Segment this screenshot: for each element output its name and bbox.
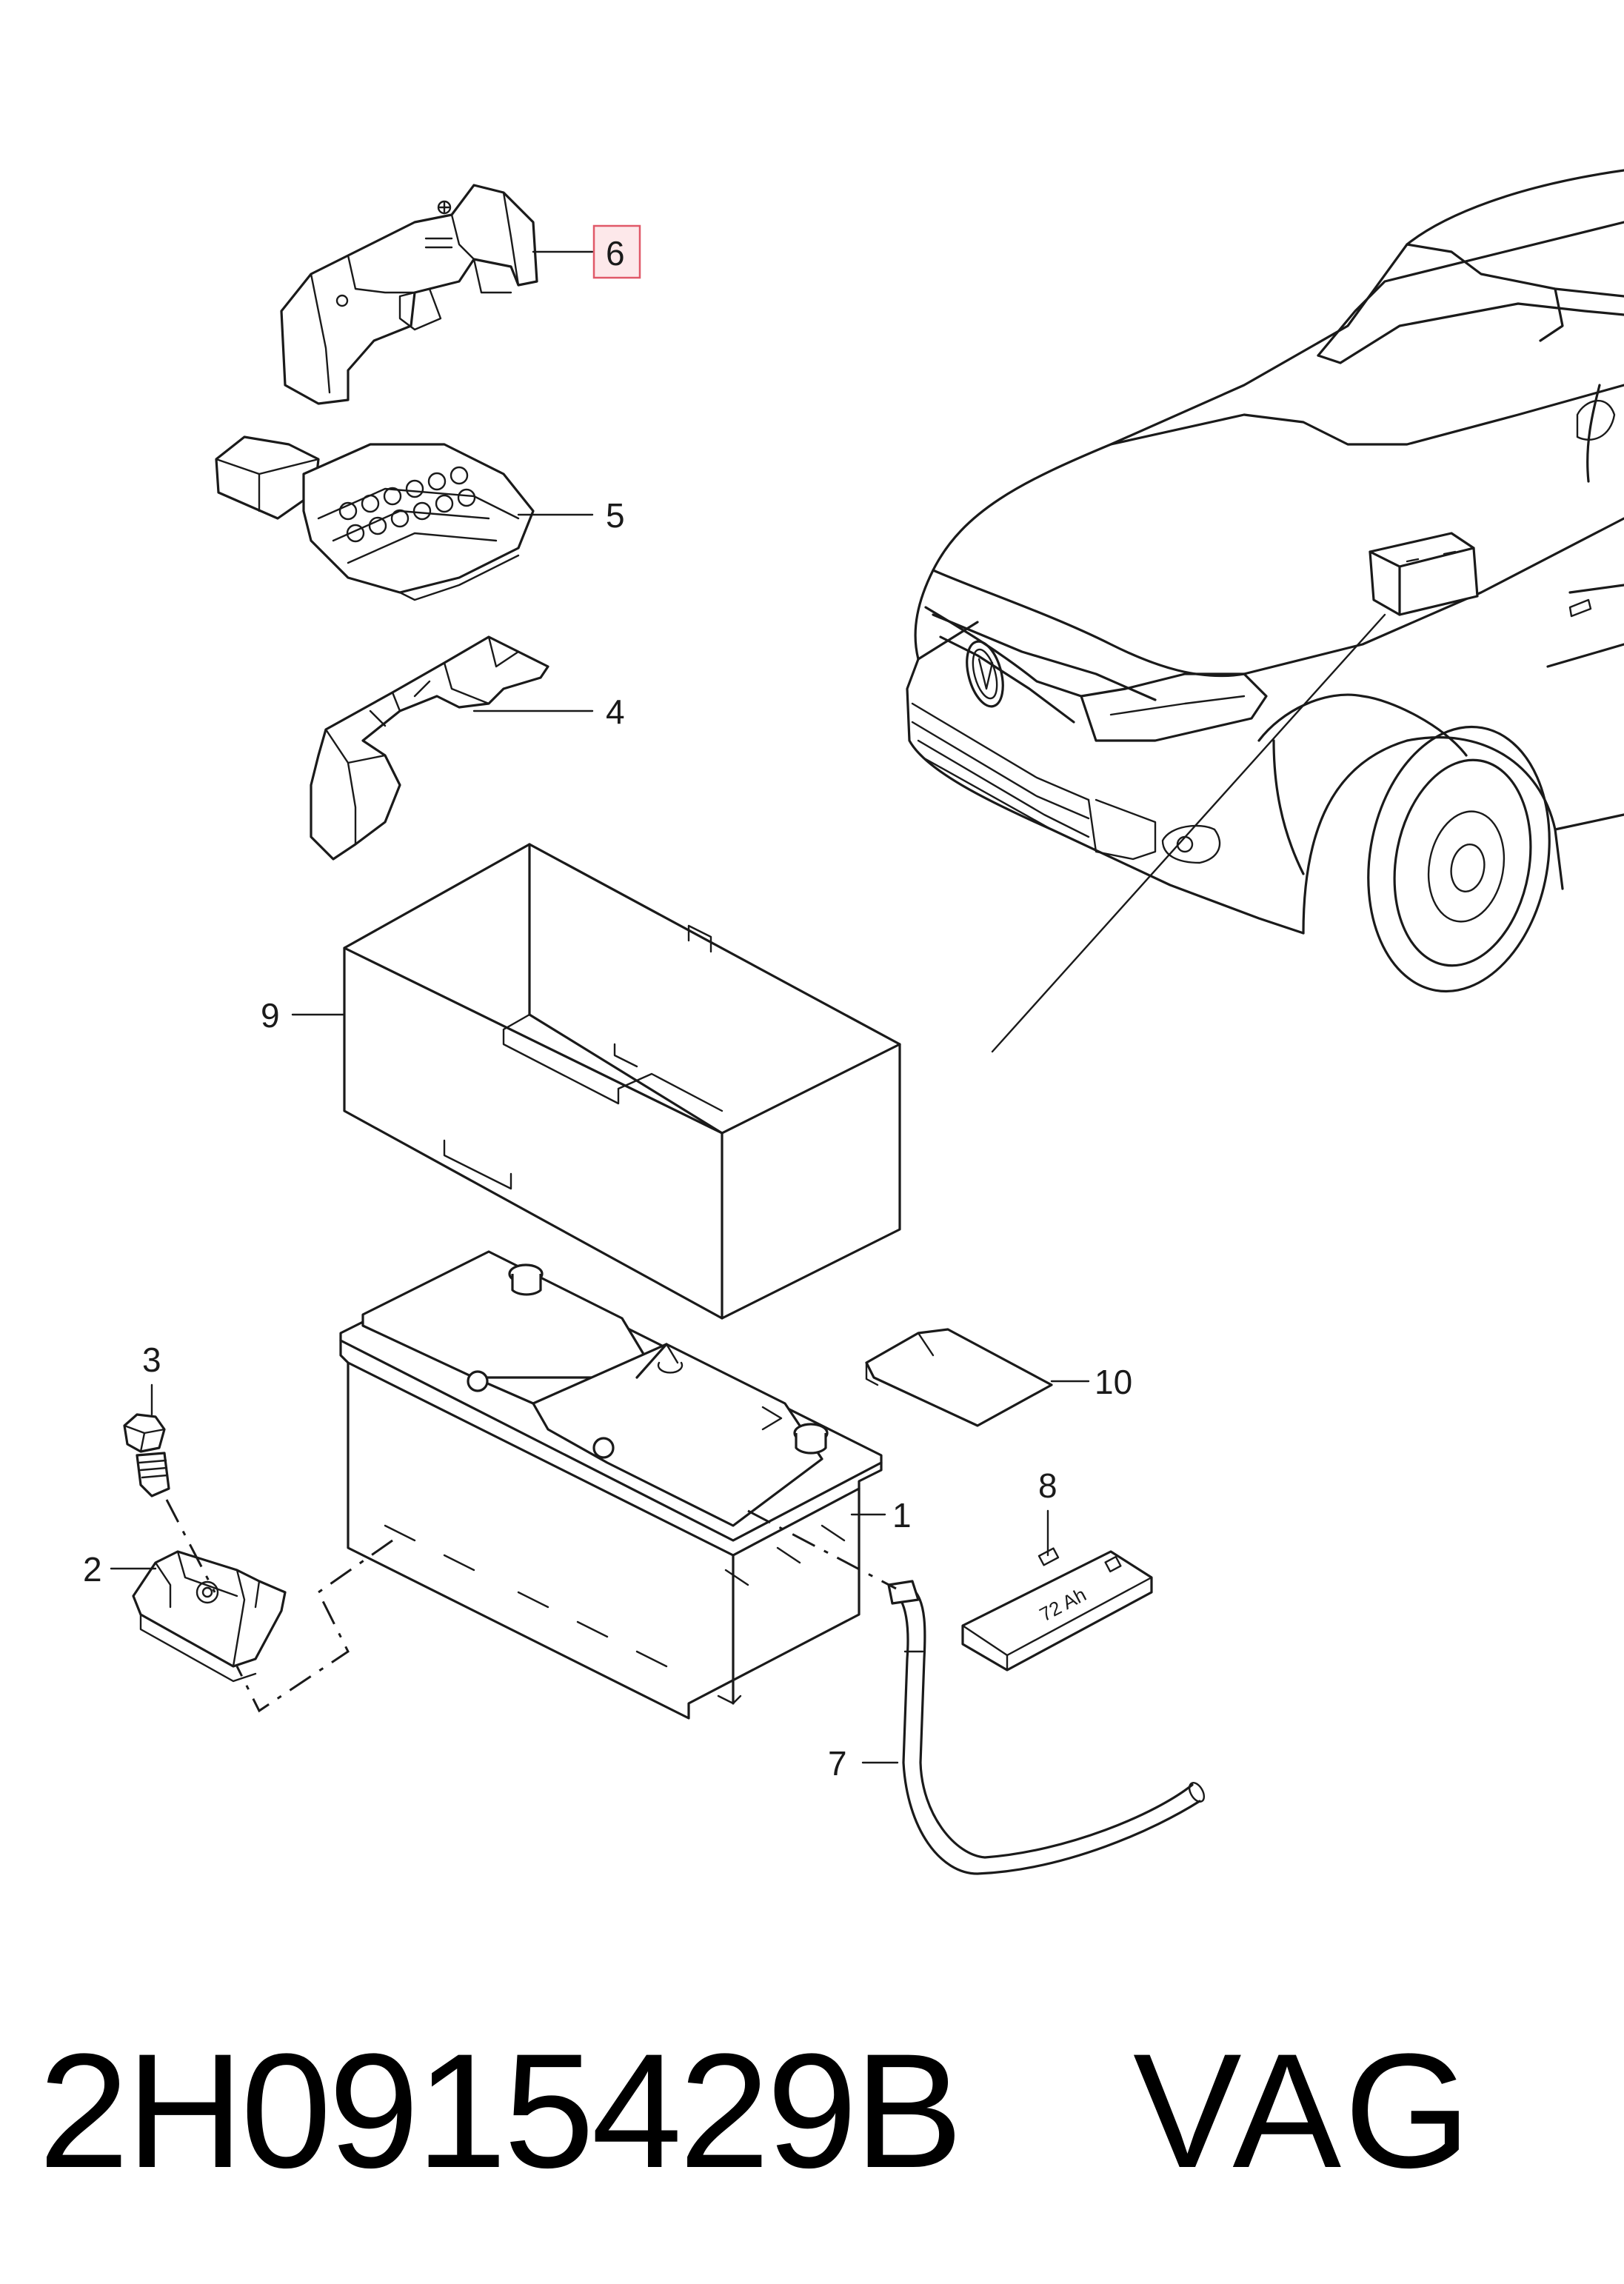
brand-name: VAG — [1133, 2020, 1474, 2202]
exploded-parts-diagram: 72 Ah — [83, 169, 1624, 1875]
part-4-cover-plate — [310, 635, 549, 861]
callout-8[interactable]: 8 — [1038, 1466, 1057, 1505]
part-5-fuse-box — [215, 435, 535, 601]
callout-3[interactable]: 3 — [142, 1340, 161, 1379]
callout-9[interactable]: 9 — [261, 996, 280, 1035]
assembly-guide-lines — [165, 1499, 897, 1713]
callout-5[interactable]: 5 — [606, 496, 625, 535]
callout-6-highlight — [592, 224, 641, 279]
callout-labels: 6 5 4 9 1 2 3 8 10 7 — [83, 224, 1132, 1783]
callout-1[interactable]: 1 — [892, 1496, 912, 1535]
callout-leaders — [110, 250, 1090, 1764]
callout-7[interactable]: 7 — [828, 1744, 847, 1783]
part-1-battery — [339, 1250, 883, 1720]
callout-4[interactable]: 4 — [606, 692, 625, 731]
part-number: 2H0915429B — [39, 2020, 963, 2202]
part-2-hold-down-clamp — [132, 1550, 287, 1683]
part-8-battery-label: 72 Ah — [961, 1547, 1153, 1672]
part-10-bracket — [865, 1328, 1053, 1427]
part-6-terminal-cover — [280, 184, 538, 405]
callout-6[interactable]: 6 — [606, 234, 625, 273]
battery-location-marker — [1369, 532, 1479, 616]
part-7-vent-hose — [887, 1580, 1206, 1875]
callout-10[interactable]: 10 — [1095, 1363, 1132, 1401]
callout-2[interactable]: 2 — [83, 1550, 102, 1589]
fuse-row — [338, 466, 476, 543]
part-9-battery-box — [343, 843, 901, 1320]
vehicle-overview-illustration — [906, 169, 1624, 1053]
part-3-bolt — [123, 1413, 170, 1497]
